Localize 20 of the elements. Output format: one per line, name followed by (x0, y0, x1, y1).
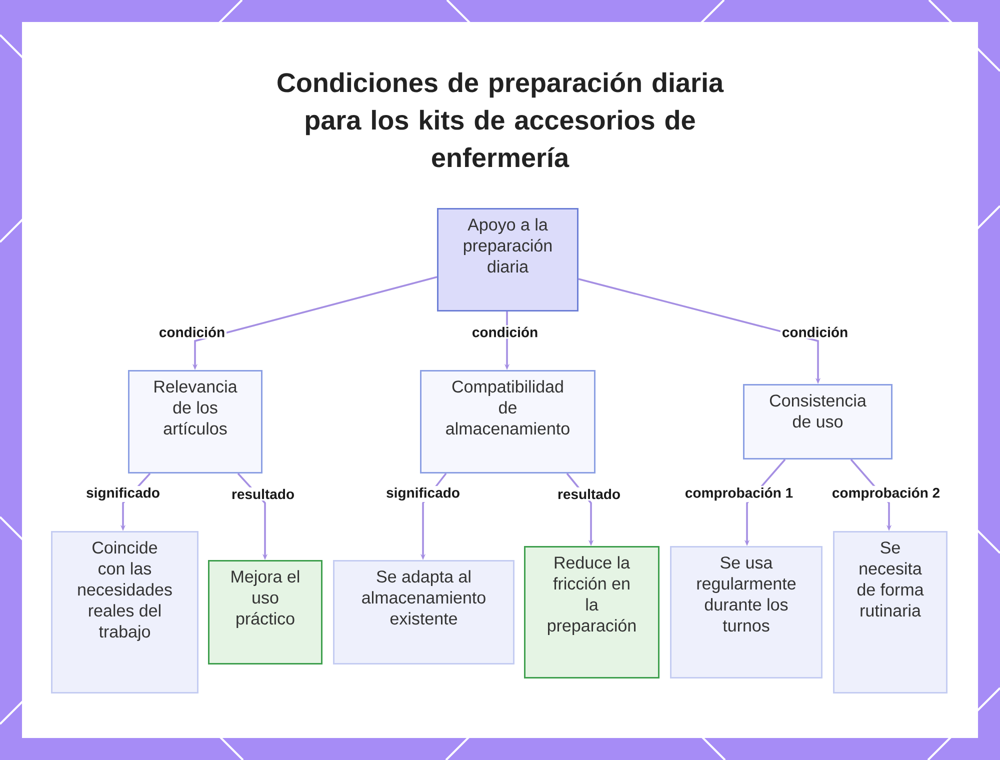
edge-label: condición (157, 325, 227, 339)
edge-label: condición (470, 325, 540, 339)
text-box: Reduce la fricción en la preparación (524, 546, 660, 678)
text-box: Apoyo a la preparación diaria (437, 208, 578, 312)
text-box: Se necesita de forma rutinaria (833, 531, 948, 694)
text-box: Consistencia de uso (743, 384, 893, 460)
edge-label: resultado (230, 487, 296, 501)
text-box: Se usa regularmente durante los turnos (670, 546, 823, 678)
text-box: Mejora el uso práctico (208, 560, 322, 664)
text-box: Compatibilidad de almacenamiento (420, 370, 596, 474)
text-box: Se adapta al almacenamiento existente (333, 560, 514, 664)
edge-label: condición (780, 325, 850, 339)
edge-label: significado (84, 486, 162, 502)
edge-label: comprobación 1 (683, 486, 795, 502)
edge-label: resultado (556, 487, 622, 501)
title: Condiciones de preparación diaria para los kits de accesorios de enfermería (278, 72, 724, 168)
text-box: Relevancia de los artículos (128, 370, 262, 474)
text-box: Coincide con las necesidades reales del trabajo (51, 531, 198, 694)
edge-label: significado (384, 486, 462, 502)
edge-label: comprobación 2 (830, 486, 942, 502)
